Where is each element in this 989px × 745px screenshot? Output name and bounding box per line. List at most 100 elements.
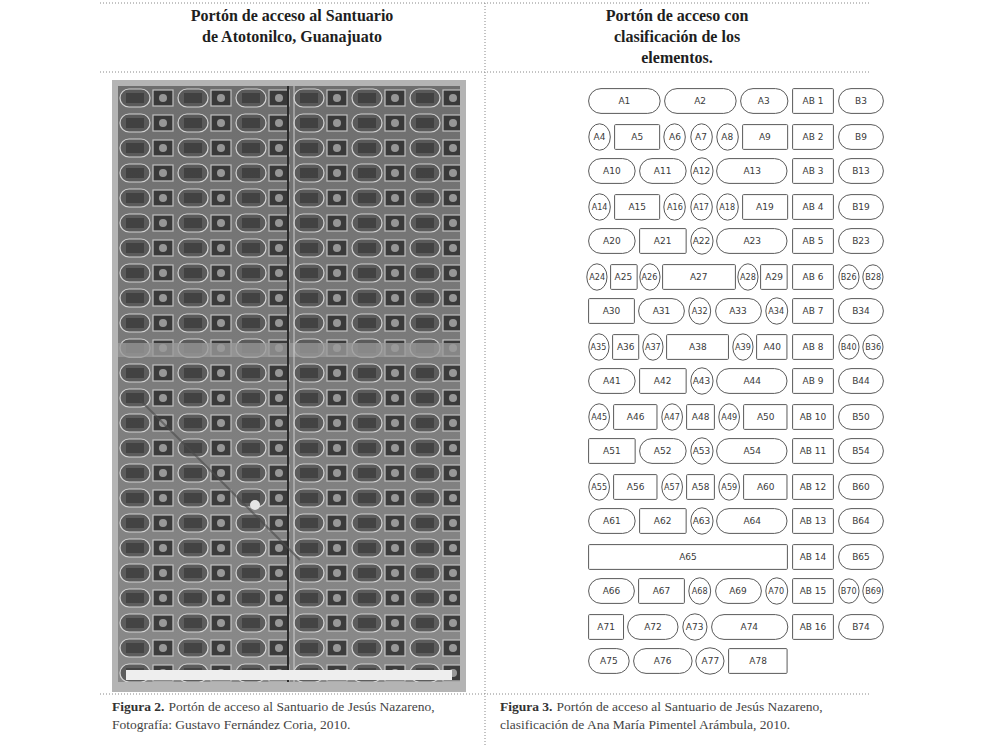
oval-outline: [589, 159, 636, 184]
element-box: A78: [728, 648, 788, 674]
element-oval: A69: [715, 578, 762, 604]
element-code: A48: [692, 413, 710, 422]
element-code: A4: [594, 133, 606, 142]
element-code: A9: [759, 133, 771, 142]
element-oval: B70: [838, 578, 860, 604]
element-code: AB 5: [803, 237, 824, 246]
circle-outline: [589, 194, 611, 220]
door-handle: [250, 500, 260, 510]
column-box: AB 14: [792, 544, 834, 570]
element-code: A36: [617, 343, 635, 352]
box-outline: [687, 405, 715, 430]
element-circle: A45: [588, 403, 610, 431]
element-code: A43: [693, 377, 711, 386]
element-oval: A44: [716, 368, 788, 394]
oval-outline: [589, 369, 636, 394]
element-oval: A72: [627, 614, 679, 640]
oval-outline: [839, 545, 884, 570]
element-code: A61: [603, 517, 621, 526]
circle-outline: [689, 578, 711, 604]
element-box: A58: [686, 474, 715, 500]
box-outline: [639, 509, 686, 534]
circle-outline: [589, 474, 610, 500]
circle-outline: [683, 614, 707, 640]
box-outline: [793, 125, 834, 150]
element-code: A8: [721, 133, 733, 142]
column-box: AB 3: [792, 158, 834, 184]
circle-outline: [664, 194, 686, 220]
element-code: A66: [603, 587, 621, 596]
circle-outline: [662, 404, 683, 430]
element-code: A64: [743, 517, 761, 526]
oval-outline: [839, 509, 884, 534]
element-circle: A57: [661, 473, 683, 501]
element-oval: A20: [588, 228, 636, 254]
element-code: A53: [693, 447, 711, 456]
element-oval: B50: [838, 404, 884, 430]
box-outline: [615, 195, 660, 220]
element-circle: A28: [737, 263, 759, 291]
oval-outline: [717, 159, 787, 184]
element-code: B70: [841, 587, 857, 595]
door-shadow: [140, 400, 300, 560]
element-box: A30: [588, 298, 635, 324]
box-outline: [662, 265, 735, 290]
element-code: A15: [628, 203, 646, 212]
box-outline: [589, 439, 636, 464]
element-code: AB 3: [803, 167, 824, 176]
element-code: A74: [740, 623, 758, 632]
element-code: A17: [693, 203, 709, 211]
element-code: A44: [743, 377, 761, 386]
element-code: A71: [597, 623, 615, 632]
element-box: A65: [588, 544, 788, 570]
element-code: A29: [765, 273, 783, 282]
element-code: A46: [627, 413, 645, 422]
element-circle: A39: [732, 333, 754, 361]
door-seam: [294, 86, 295, 682]
oval-outline: [717, 229, 787, 254]
oval-outline: [839, 405, 884, 430]
box-outline: [613, 335, 639, 360]
element-code: A16: [667, 203, 683, 211]
column-heading: Portón de acceso al Santuario de Atotoni…: [191, 7, 394, 45]
element-code: B13: [852, 167, 870, 176]
circle-outline: [863, 265, 883, 289]
element-box: A46: [613, 404, 658, 430]
element-circle: A53: [690, 437, 714, 465]
element-circle: A26: [639, 263, 661, 291]
element-code: A35: [591, 343, 607, 351]
element-circle: A47: [661, 403, 683, 431]
column-box: AB 8: [792, 334, 834, 360]
circle-outline: [839, 335, 859, 359]
oval-outline: [717, 439, 787, 464]
oval-outline: [628, 615, 678, 640]
element-code: A47: [664, 413, 680, 421]
element-circle: A4: [588, 123, 611, 151]
element-oval: A31: [638, 298, 685, 324]
element-code: B36: [865, 343, 881, 351]
circle-outline: [765, 298, 787, 324]
header-cell: Portón de acceso con clasificación de lo…: [582, 5, 772, 68]
element-code: A73: [686, 623, 704, 632]
element-box: A38: [666, 334, 729, 360]
element-code: A33: [729, 307, 747, 316]
element-oval: A66: [588, 578, 635, 604]
oval-outline: [740, 89, 787, 114]
element-oval: B19: [838, 194, 884, 220]
door-panels: [118, 86, 460, 682]
element-code: A41: [603, 377, 621, 386]
oval-outline: [589, 229, 636, 254]
box-outline: [742, 195, 787, 220]
element-oval: B9: [838, 124, 884, 150]
column-box: AB 13: [792, 508, 834, 534]
element-code: A65: [679, 553, 697, 562]
element-code: A42: [654, 377, 672, 386]
element-code: A2: [694, 97, 706, 106]
element-oval: A1: [588, 88, 661, 114]
element-code: A58: [692, 483, 710, 492]
element-box: A51: [588, 438, 636, 464]
element-oval: B13: [838, 158, 884, 184]
element-code: A40: [763, 343, 781, 352]
element-code: A32: [692, 307, 708, 315]
